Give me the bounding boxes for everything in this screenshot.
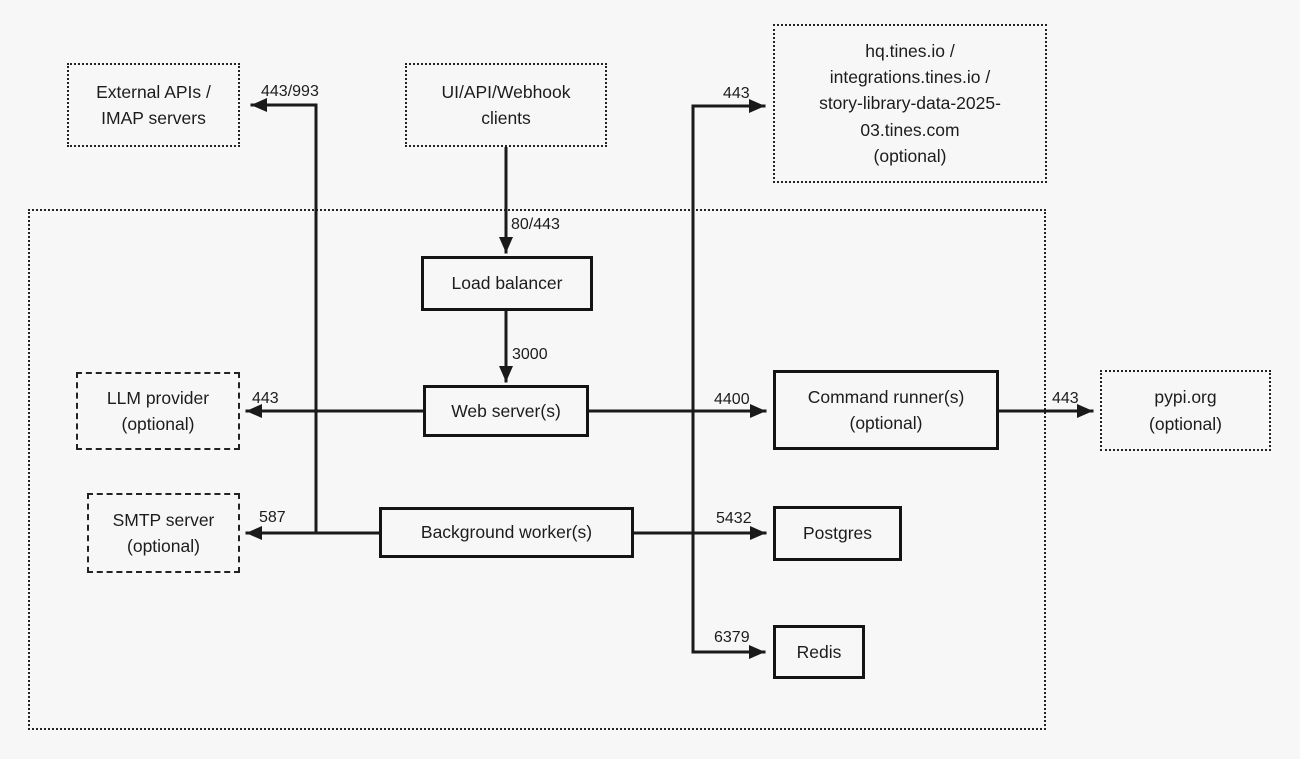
port-label-command-runners: 4400: [714, 391, 750, 408]
node-external-apis: External APIs / IMAP servers: [67, 63, 240, 147]
port-label-llm-provider: 443: [252, 390, 279, 407]
port-label-postgres: 5432: [716, 510, 752, 527]
node-hq-tines: hq.tines.io / integrations.tines.io / st…: [773, 24, 1047, 183]
node-command-runners: Command runner(s) (optional): [773, 370, 999, 450]
node-smtp-server: SMTP server (optional): [87, 493, 240, 573]
port-label-hq-tines: 443: [723, 85, 750, 102]
node-ui-api-webhook-clients: UI/API/Webhook clients: [405, 63, 607, 147]
node-pypi: pypi.org (optional): [1100, 370, 1271, 451]
port-label-external-apis: 443/993: [261, 83, 319, 100]
port-label-pypi: 443: [1052, 390, 1079, 407]
node-load-balancer: Load balancer: [421, 256, 593, 311]
port-label-smtp: 587: [259, 509, 286, 526]
node-postgres: Postgres: [773, 506, 902, 561]
port-label-redis: 6379: [714, 629, 750, 646]
port-label-load-balancer: 80/443: [511, 216, 560, 233]
node-background-workers: Background worker(s): [379, 507, 634, 558]
deployment-boundary-rect: [28, 209, 1046, 730]
node-redis: Redis: [773, 625, 865, 679]
node-web-servers: Web server(s): [423, 385, 589, 437]
node-llm-provider: LLM provider (optional): [76, 372, 240, 450]
port-label-web-servers: 3000: [512, 346, 548, 363]
